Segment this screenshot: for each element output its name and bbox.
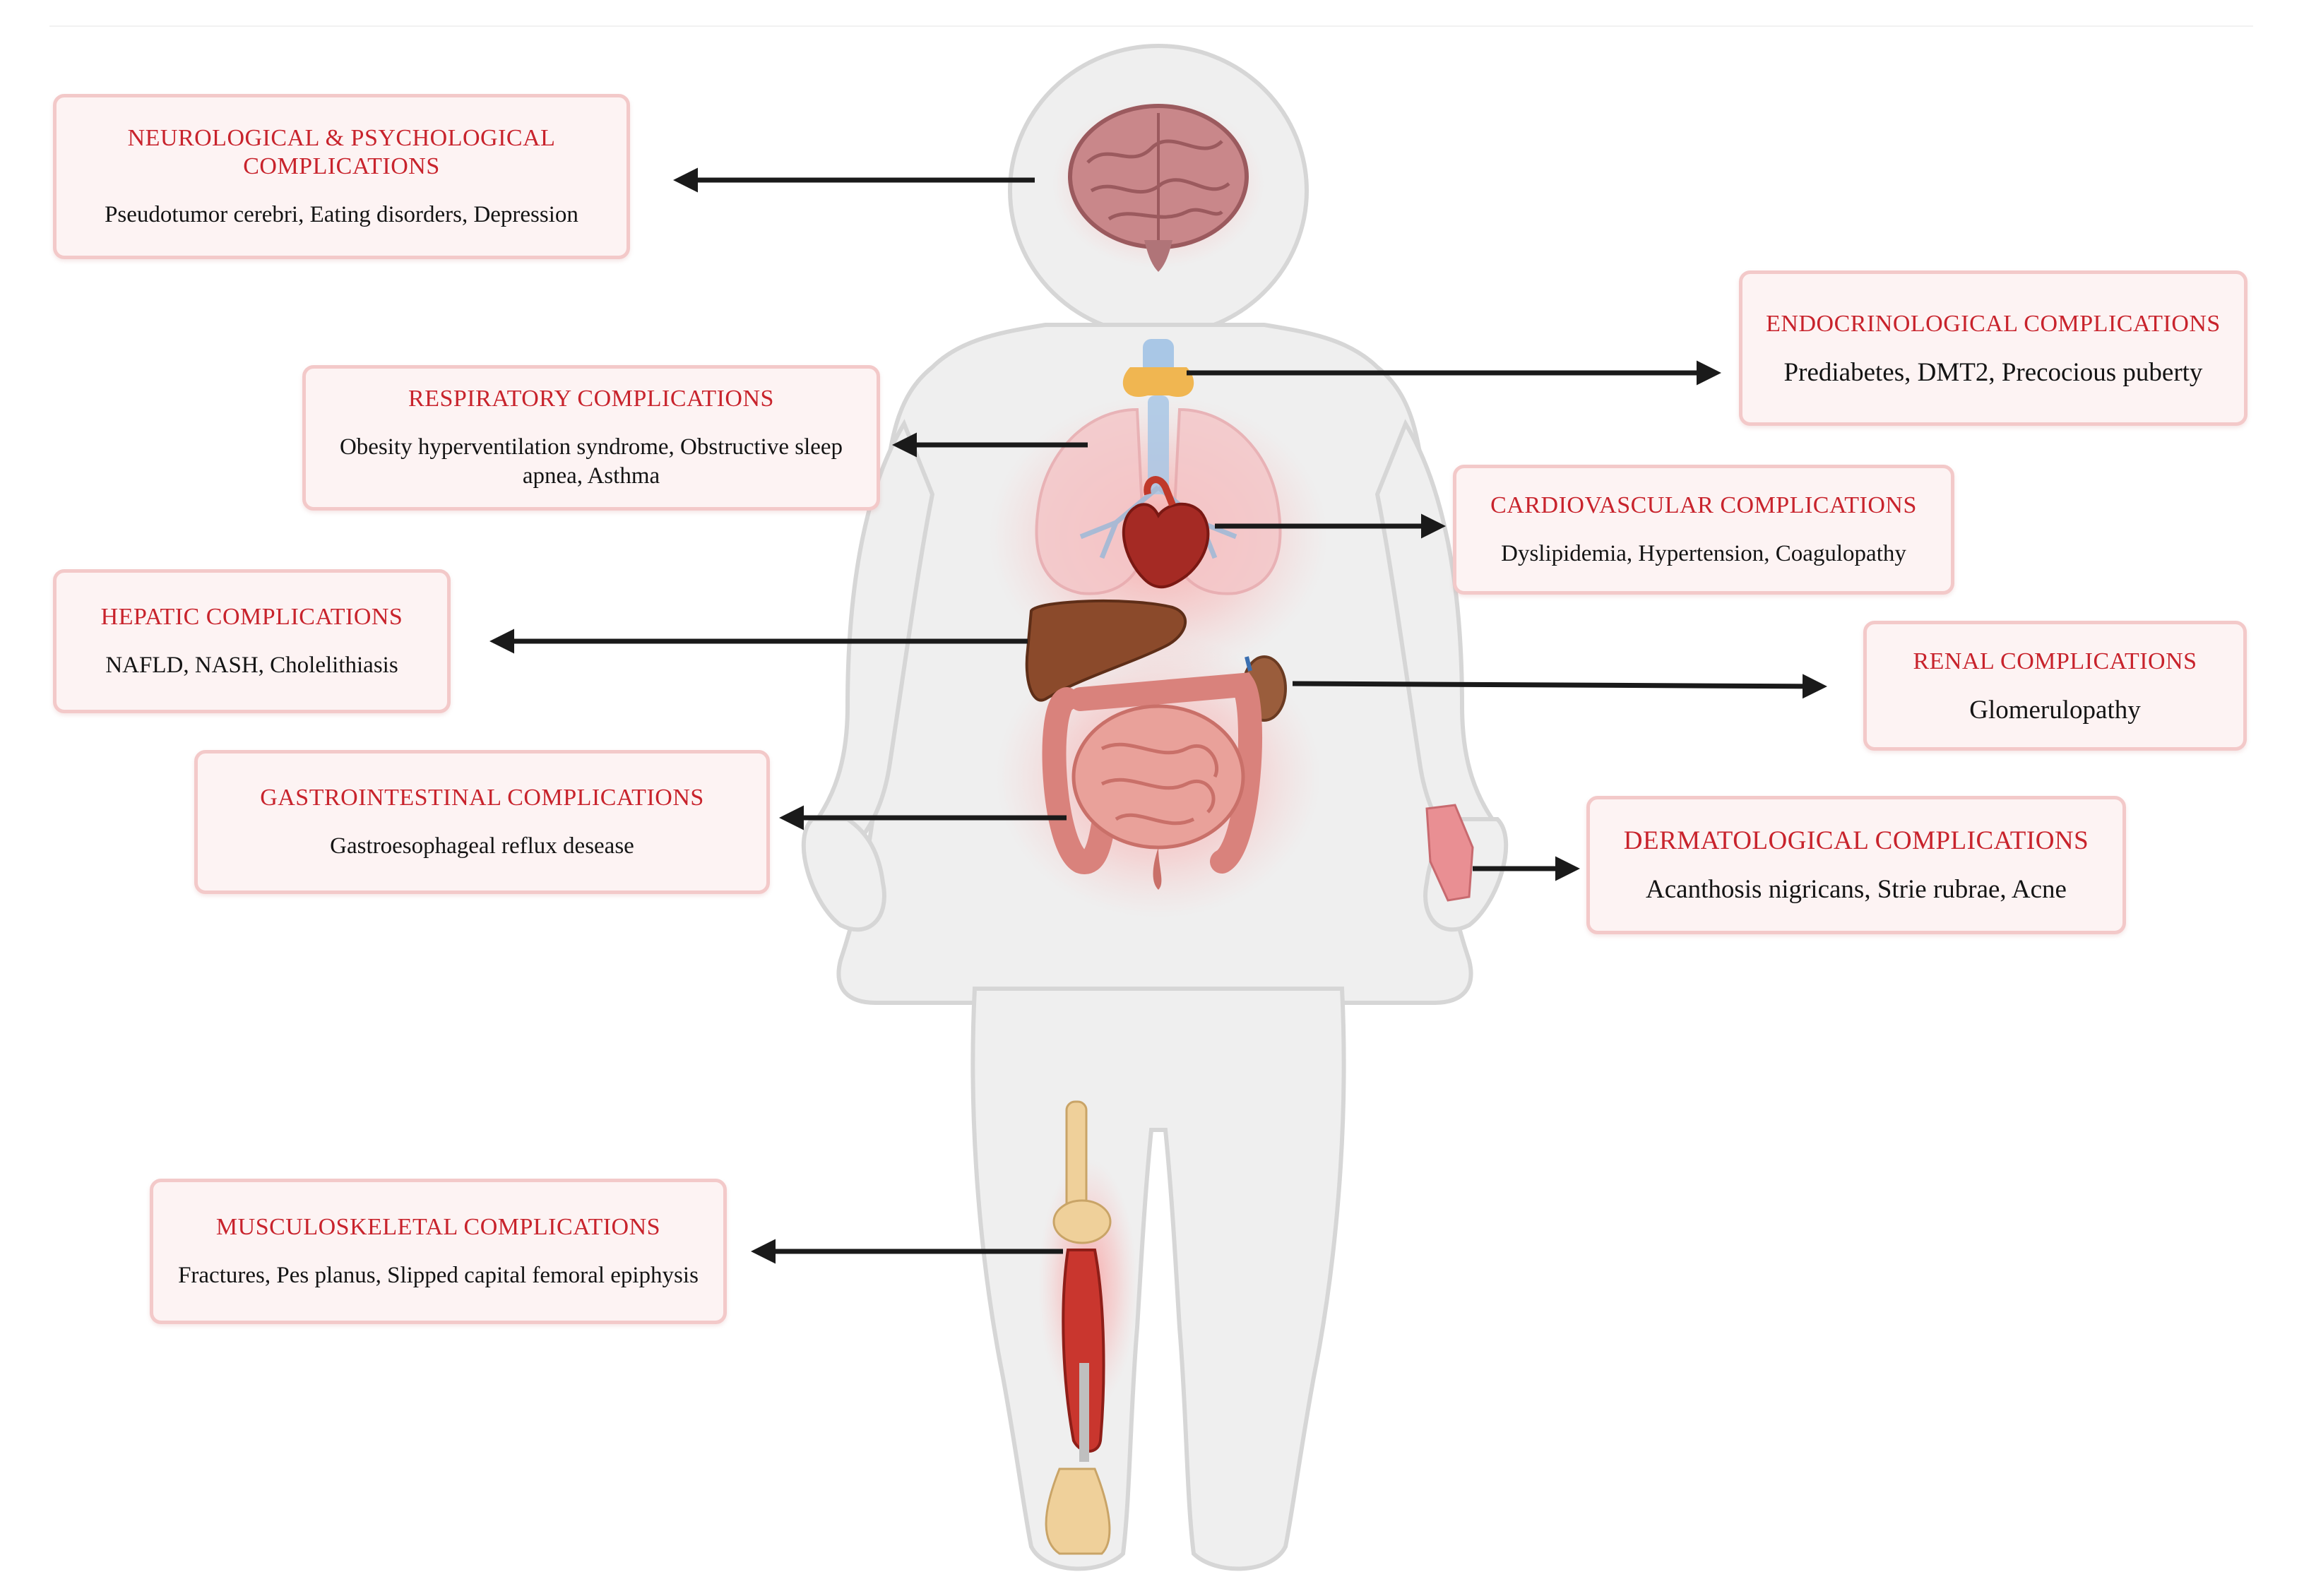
respiratory-title: RESPIRATORY COMPLICATIONS (408, 386, 774, 412)
liver-icon (1025, 599, 1187, 702)
derma-box: DERMATOLOGICAL COMPLICATIONS Acanthosis … (1586, 796, 2126, 934)
intestines-icon (1042, 672, 1262, 890)
hepatic-title: HEPATIC COMPLICATIONS (100, 603, 403, 630)
derma-desc: Acanthosis nigricans, Strie rubrae, Acne (1646, 874, 2067, 904)
cardio-title: CARDIOVASCULAR COMPLICATIONS (1490, 492, 1917, 518)
brain-icon (1068, 104, 1249, 272)
renal-box: RENAL COMPLICATIONS Glomerulopathy (1863, 621, 2247, 751)
cardio-desc: Dyslipidemia, Hypertension, Coagulopathy (1501, 540, 1906, 566)
endocrine-desc: Prediabetes, DMT2, Precocious puberty (1783, 357, 2203, 387)
heart-icon (1122, 476, 1210, 589)
gastro-title: GASTROINTESTINAL COMPLICATIONS (260, 784, 704, 811)
renal-desc: Glomerulopathy (1969, 695, 2141, 725)
skin-patch-icon (1425, 804, 1474, 902)
hepatic-desc: NAFLD, NASH, Cholelithiasis (105, 652, 398, 678)
arrow-renal (1292, 674, 1827, 699)
connector-arrows (489, 167, 1827, 1264)
cardio-box: CARDIOVASCULAR COMPLICATIONS Dyslipidemi… (1453, 465, 1954, 595)
renal-title: RENAL COMPLICATIONS (1913, 648, 2197, 674)
derma-title: DERMATOLOGICAL COMPLICATIONS (1623, 826, 2089, 855)
respiratory-box: RESPIRATORY COMPLICATIONS Obesity hyperv… (302, 365, 880, 511)
gastro-box: GASTROINTESTINAL COMPLICATIONS Gastroeso… (194, 750, 770, 894)
respiratory-desc: Obesity hyperventilation syndrome, Obstr… (339, 434, 843, 489)
leg-bones-icon (1045, 1100, 1112, 1555)
endocrine-title: ENDOCRINOLOGICAL COMPLICATIONS (1766, 310, 2221, 337)
neuro-box: NEUROLOGICAL & PSYCHOLOGICAL COMPLICATIO… (53, 94, 630, 259)
musculo-desc: Fractures, Pes planus, Slipped capital f… (178, 1262, 699, 1288)
thyroid-icon (1122, 339, 1194, 397)
top-divider (49, 25, 2253, 27)
endocrine-box: ENDOCRINOLOGICAL COMPLICATIONS Prediabet… (1739, 270, 2247, 426)
musculo-box: MUSCULOSKELETAL COMPLICATIONS Fractures,… (150, 1179, 727, 1324)
neuro-title: NEUROLOGICAL & PSYCHOLOGICAL COMPLICATIO… (127, 124, 556, 179)
musculo-title: MUSCULOSKELETAL COMPLICATIONS (215, 1213, 661, 1240)
hepatic-box: HEPATIC COMPLICATIONS NAFLD, NASH, Chole… (53, 569, 451, 713)
gastro-desc: Gastroesophageal reflux desease (330, 833, 634, 859)
neuro-desc: Pseudotumor cerebri, Eating disorders, D… (105, 201, 578, 227)
